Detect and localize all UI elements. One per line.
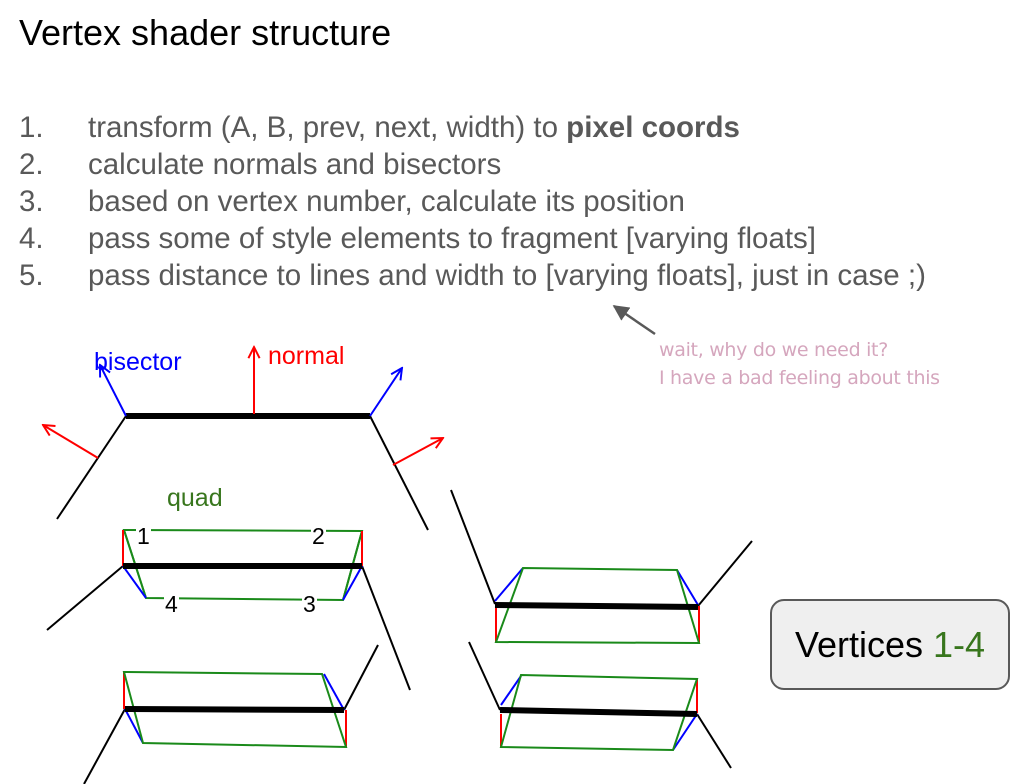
prev-segment (46, 565, 124, 631)
main-segment (499, 707, 698, 717)
step-text: calculate normals and bisectors (88, 148, 502, 181)
step-item: 2. calculate normals and bisectors (19, 146, 926, 183)
quad-diagram-4 (468, 641, 732, 769)
bisector-offset (323, 673, 345, 711)
prev-segment (56, 415, 127, 520)
bisector-offset (500, 675, 522, 706)
step-number: 2. (19, 148, 44, 181)
prev-segment (83, 708, 126, 784)
vertices-badge: Vertices 1-4 (770, 599, 1010, 690)
bisector-offset (672, 713, 698, 751)
top-polyline (43, 347, 443, 531)
step-item: 5. pass distance to lines and width to [… (19, 257, 926, 294)
next-segment (361, 565, 411, 691)
annotation-line: wait, why do we need it? (659, 339, 888, 361)
bisector-offset (124, 708, 144, 744)
steps-list: 1. transform (A, B, prev, next, width) t… (19, 109, 926, 294)
step-number: 5. (19, 259, 44, 292)
bisector-arrow-right (369, 368, 402, 417)
quad-outline (494, 566, 701, 645)
normal-arrow-prev (43, 425, 99, 459)
vertex-number-3: 3 (302, 591, 317, 617)
step-item: 4. pass some of style elements to fragme… (19, 220, 926, 257)
step-text: pass some of style elements to fragment … (88, 222, 816, 255)
quad-diagram-3 (450, 489, 753, 645)
bisector-arrow-left (100, 365, 127, 417)
quad-outline (122, 670, 348, 749)
quad-outline (499, 673, 699, 752)
quad-diagram-2 (83, 644, 379, 784)
badge-range: 1-4 (933, 623, 986, 665)
main-segment (124, 706, 345, 713)
step-text: pass distance to lines and width to [var… (88, 259, 926, 292)
prev-segment (468, 641, 501, 711)
annotation-note: wait, why do we need it? I have a bad fe… (659, 336, 940, 392)
next-segment (343, 644, 379, 711)
bisector-offset (122, 565, 147, 599)
step-item: 3. based on vertex number, calculate its… (19, 183, 926, 220)
bisector-offset (494, 567, 524, 602)
badge-prefix: Vertices (794, 623, 924, 665)
next-segment (369, 415, 429, 531)
slide-title: Vertex shader structure (19, 12, 392, 53)
step-text: based on vertex number, calculate its po… (88, 185, 685, 218)
normal-label: normal (268, 342, 345, 370)
step-text-plain: transform (A, B, prev, next, width) to (88, 111, 567, 144)
annotation-line: I have a bad feeling about this (659, 367, 940, 389)
step-item: 1. transform (A, B, prev, next, width) t… (19, 109, 926, 146)
step-text-bold: pixel coords (566, 111, 740, 144)
next-segment (696, 713, 732, 769)
step-number: 3. (19, 185, 44, 218)
bisector-label: bisector (94, 348, 182, 376)
bisector-offset (342, 565, 363, 601)
quad-diagram-1 (46, 528, 411, 691)
step-number: 1. (19, 111, 44, 144)
step-number: 4. (19, 222, 44, 255)
vertex-number-2: 2 (311, 523, 326, 549)
bisector-offset (676, 569, 699, 606)
annotation-arrow-icon (612, 304, 656, 336)
next-segment (697, 540, 753, 607)
prev-segment (450, 489, 496, 605)
main-segment (494, 602, 699, 610)
quad-label: quad (167, 484, 223, 512)
vertex-number-1: 1 (136, 523, 151, 549)
vertex-number-4: 4 (164, 591, 179, 617)
normal-arrow-next (392, 438, 443, 466)
step-text: transform (A, B, prev, next, width) to p… (88, 109, 740, 146)
